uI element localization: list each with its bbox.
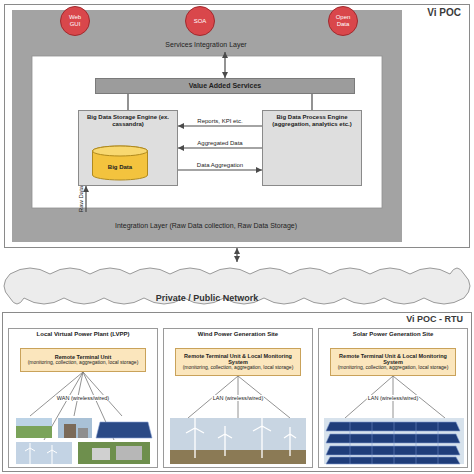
node-text: Vi POC - RTU [406,314,463,324]
circle-shape [186,7,215,36]
connector [224,52,225,78]
node-text: Wind Power Generation Site [198,331,278,338]
cloud-shape [4,268,470,304]
cylinder-body [93,146,148,180]
cloud-outline [2,262,472,310]
connector [85,186,86,212]
building-icon [78,428,88,438]
solar-photo [324,418,464,464]
site-photo [16,418,52,438]
network-wire [238,376,239,418]
wind-photo [170,418,306,464]
solar-panel [326,457,460,464]
network-wire [238,376,290,418]
connector [236,248,237,262]
service-circle: Open Data [328,6,358,36]
wind-photo [170,450,306,464]
node-text: Local Virtual Power Plant (LVPP) [37,331,130,338]
node-text: Web GUI [63,14,87,28]
network-label: LAN (wireless/wired) [212,395,264,401]
circle-shape [329,7,358,36]
site-box: Wind Power Generation SiteRemote Termina… [163,328,313,468]
service-circle: SOA [185,6,215,36]
site-photo [78,442,150,464]
network-cloud: Private / Public Network [2,262,472,310]
node-text: Remote Terminal Unit & Local Monitoring … [334,353,452,366]
connector [127,94,128,110]
node-text: Private / Public Network [156,293,259,303]
engine-box: Big Data Process Engine (aggregation, an… [262,110,362,186]
rtu-box: Remote Terminal Unit(monitoring, collect… [20,348,146,372]
network-wire [74,372,83,416]
system-box: Vi POC Web GUI SOA Open DataServices Integr… [4,4,470,248]
solar-panel [96,422,152,438]
turbine-icon [186,416,296,458]
connector [178,169,262,170]
node-text: Solar Power Generation Site [353,331,434,338]
turbine-icon [25,443,57,464]
node-text: (monitoring, collection, aggregation, lo… [183,365,294,371]
rtu-box: Remote Terminal Unit & Local Monitoring … [175,348,301,376]
connector [311,94,312,110]
node-text: Big Data Process Engine (aggregation, an… [267,114,357,128]
network-label: WAN (wireless/wired) [56,395,110,401]
layer-band: Integration Layer (Raw Data collection, … [14,212,398,240]
node-text: Integration Layer (Raw Data collection, … [115,222,297,230]
solar-panel [326,422,460,431]
network-wire [188,376,238,418]
network-wire [393,376,445,418]
cyl-outline [92,146,148,180]
layer-band: Services Integration Layer [14,38,398,52]
network-wire [345,376,393,418]
cylinder-top [93,146,148,156]
node-text: Services Integration Layer [165,41,246,49]
site-photo [58,418,92,438]
node-text: Value Added Services [189,82,262,90]
node-text: Big Data [108,164,132,171]
edge-label: Raw Data [78,186,85,212]
edge-label: Reports, KPI etc. [197,118,242,125]
edge-label: Aggregated Data [197,140,242,147]
connector [178,147,262,148]
site-photo [16,418,52,426]
network-wire [83,372,122,416]
rtu-box: Remote Terminal Unit & Local Monitoring … [330,348,456,376]
service-circle: Web GUI [60,6,90,36]
network-wire [30,372,83,416]
network-label: LAN (wireless/wired) [367,395,419,401]
panel-grid [350,422,438,464]
node-text: Remote Terminal Unit & Local Monitoring … [179,353,297,366]
edge-label: Data Aggregation [197,162,243,169]
inner-area [32,56,382,208]
building-icon [64,424,76,438]
connector [178,125,262,126]
site-box: Local Virtual Power Plant (LVPP) Remote T… [8,328,158,468]
system-box: Vi POC - RTU Local Virtual Power Plant (L… [2,312,472,472]
circle-shape [61,7,90,36]
layer-frame [12,10,402,242]
network-wire [393,376,394,418]
solar-panel [326,446,460,455]
node-text: SOA [194,18,207,25]
service-bar: Value Added Services [95,78,355,94]
engine-box: Big Data Storage Engine (ex. cassandra) B… [78,110,178,186]
building-icon [92,448,110,460]
building-icon [116,446,142,460]
solar-panel [326,434,460,443]
site-box: Solar Power Generation SiteRemote Termin… [318,328,468,468]
database-cylinder: Big Data [92,146,148,180]
node-text: Vi POC [427,7,461,19]
node-text: Big Data Storage Engine (ex. cassandra) [83,114,173,128]
node-text: Open Data [331,14,355,28]
site-photo [16,442,72,464]
node-text: (monitoring, collection, aggregation, lo… [28,360,139,366]
node-text: (monitoring, collection, aggregation, lo… [338,365,449,371]
